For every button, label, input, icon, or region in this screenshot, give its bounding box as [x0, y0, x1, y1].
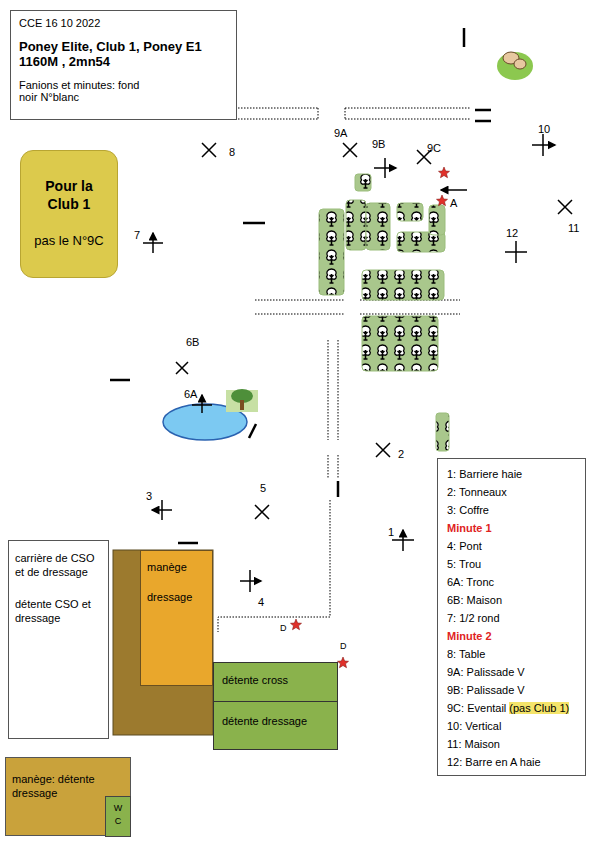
key-line: 1: Barriere haie: [447, 468, 522, 480]
key-line: 5: Trou: [447, 558, 481, 570]
area-box: W C: [105, 796, 131, 837]
key-line: Minute 1: [447, 522, 492, 534]
area-text: pas le N°9C: [27, 233, 111, 248]
area-text: W C: [114, 802, 123, 828]
callout-number: 12: [506, 227, 518, 239]
area-box: carrière de CSO et de dressage détente CS…: [8, 540, 109, 739]
area-text: Fanions et minutes: fond noir N°blanc: [19, 79, 144, 103]
area-box: détente dressage: [213, 701, 338, 750]
area-text: détente cross: [222, 674, 329, 686]
key-line: 11: Maison: [447, 738, 500, 750]
callout-number: 9C: [427, 142, 441, 154]
callout-number: D: [280, 622, 287, 634]
callout-number: 6A: [184, 388, 197, 400]
key-line: 9C: Eventail: [447, 702, 506, 714]
area-text: carrière de CSO et de dressage: [15, 551, 100, 579]
area-box: détente cross: [213, 662, 338, 702]
callout-number: 8: [229, 146, 235, 158]
key-line: 8: Table: [447, 648, 485, 660]
callout-number: D: [340, 640, 347, 652]
area-box: CCE 16 10 2022Poney Elite, Club 1, Poney…: [10, 10, 237, 120]
area-text: 1160M , 2mn54: [19, 54, 228, 69]
callout-number: 9A: [334, 127, 347, 139]
note-box: Pour la Club 1 pas le N°9C: [20, 150, 118, 278]
callout-number: A: [450, 197, 457, 209]
key-line: 10: Vertical: [447, 720, 501, 732]
callout-number: 6B: [186, 336, 199, 348]
area-text: Poney Elite, Club 1, Poney E1: [19, 39, 228, 54]
callout-number: 10: [538, 123, 550, 135]
key-line: 6B: Maison: [447, 594, 502, 606]
area-text: détente dressage: [222, 715, 329, 727]
key-line: 12: Barre en A haie: [447, 756, 541, 768]
key-line: 7: 1/2 rond: [447, 612, 500, 624]
area-text: détente CSO et dressage: [15, 597, 100, 625]
callout-number: 7: [134, 229, 140, 241]
callout-number: 11: [568, 222, 579, 234]
key-line: (pas Club 1): [509, 702, 569, 714]
area-text: manège: [147, 561, 206, 573]
callout-number: 9B: [372, 138, 385, 150]
key-line: 6A: Tronc: [447, 576, 494, 588]
key-line: 4: Pont: [447, 540, 482, 552]
key-line: 2: Tonneaux: [447, 486, 507, 498]
area-text: CCE 16 10 2022: [19, 17, 228, 29]
callout-number: 1: [388, 526, 394, 538]
key-box: 1: Barriere haie 2: Tonneaux 3: CoffreMinu…: [437, 458, 586, 776]
area-text: Pour la Club 1: [34, 177, 104, 213]
callout-number: 4: [258, 596, 264, 608]
callout-number: 3: [146, 490, 152, 502]
area-box: manège dressage: [140, 550, 213, 686]
key-line: 3: Coffre: [447, 504, 489, 516]
callout-number: 5: [260, 482, 266, 494]
key-line: Minute 2: [447, 630, 492, 642]
area-text: manège: détente dressage: [12, 772, 102, 800]
area-box: manège: détente dressage W C: [5, 757, 131, 836]
key-line: 9B: Palissade V: [447, 684, 525, 696]
callout-number: 2: [398, 448, 404, 460]
key-line: 9A: Palissade V: [447, 666, 525, 678]
area-text: dressage: [147, 591, 206, 603]
